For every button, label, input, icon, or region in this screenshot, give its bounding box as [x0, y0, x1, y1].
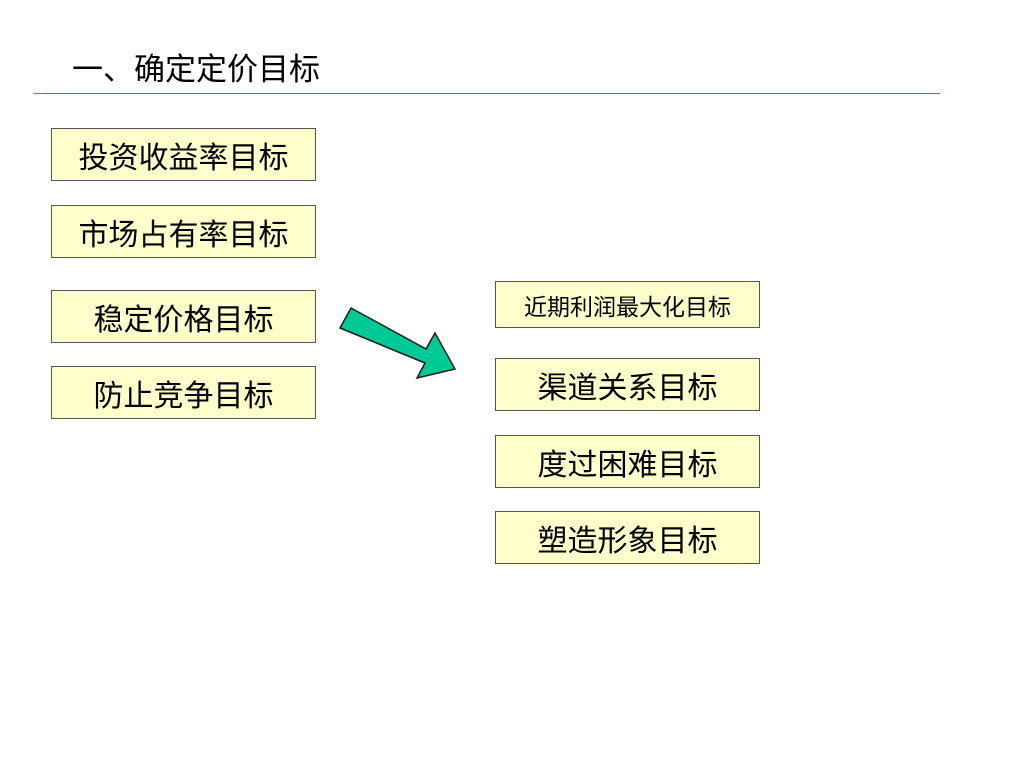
goal-box-build-image: 塑造形象目标	[495, 511, 760, 564]
goal-box-prevent-competition: 防止竞争目标	[51, 366, 316, 419]
goal-box-survive-difficulty: 度过困难目标	[495, 435, 760, 488]
right-down-arrow-icon	[338, 306, 457, 380]
goal-box-stable-price: 稳定价格目标	[51, 290, 316, 343]
goal-box-channel-relations: 渠道关系目标	[495, 358, 760, 411]
goal-box-short-term-profit: 近期利润最大化目标	[495, 281, 760, 328]
arrow-shape	[338, 306, 457, 380]
goal-box-roi: 投资收益率目标	[51, 128, 316, 181]
title-divider	[34, 93, 940, 94]
page-title: 一、确定定价目标	[72, 52, 320, 88]
goal-box-market-share: 市场占有率目标	[51, 205, 316, 258]
